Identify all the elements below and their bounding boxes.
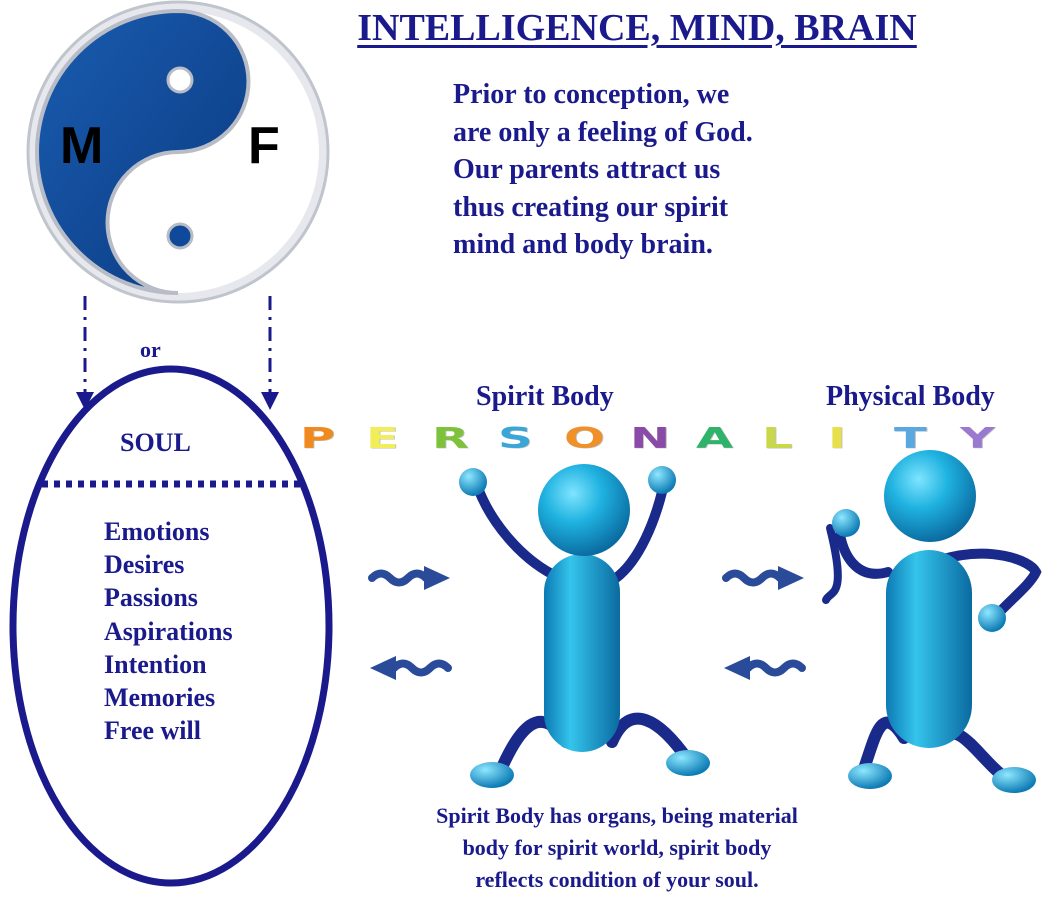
or-label: or bbox=[140, 337, 161, 363]
caption-text: Spirit Body has organs, being material b… bbox=[352, 800, 882, 896]
personality-letter: T bbox=[894, 424, 927, 453]
personality-letter: R bbox=[432, 424, 469, 453]
wave-arrow-right-2 bbox=[726, 566, 804, 590]
personality-letter: S bbox=[498, 424, 533, 453]
yin-yang-symbol: M F bbox=[28, 2, 328, 302]
list-item: Memories bbox=[104, 681, 233, 714]
wave-arrow-left-2 bbox=[724, 656, 802, 680]
spirit-body-figure bbox=[459, 464, 710, 788]
list-item: Desires bbox=[104, 548, 233, 581]
wave-arrow-left-1 bbox=[370, 656, 448, 680]
personality-letter: I bbox=[828, 424, 846, 453]
personality-letter: A bbox=[696, 424, 733, 453]
personality-letter: O bbox=[564, 424, 605, 453]
spirit-body-label: Spirit Body bbox=[476, 381, 614, 413]
list-item: Passions bbox=[104, 581, 233, 614]
wave-arrow-right-1 bbox=[372, 566, 450, 590]
personality-letter: Y bbox=[960, 424, 995, 453]
soul-attributes-list: Emotions Desires Passions Aspirations In… bbox=[104, 515, 233, 747]
list-item: Intention bbox=[104, 648, 233, 681]
list-item: Aspirations bbox=[104, 615, 233, 648]
personality-letter: L bbox=[762, 424, 793, 453]
caption-line: body for spirit world, spirit body bbox=[352, 832, 882, 864]
physical-body-label: Physical Body bbox=[826, 381, 995, 413]
soul-heading: SOUL bbox=[120, 428, 191, 458]
caption-line: reflects condition of your soul. bbox=[352, 864, 882, 896]
yang-letter: F bbox=[248, 117, 280, 175]
personality-letter: N bbox=[630, 424, 670, 453]
list-item: Free will bbox=[104, 714, 233, 747]
list-item: Emotions bbox=[104, 515, 233, 548]
caption-line: Spirit Body has organs, being material bbox=[352, 800, 882, 832]
personality-letter: E bbox=[366, 424, 399, 453]
yin-letter: M bbox=[60, 117, 103, 175]
personality-letter: P bbox=[300, 424, 335, 453]
physical-body-figure bbox=[826, 450, 1036, 793]
